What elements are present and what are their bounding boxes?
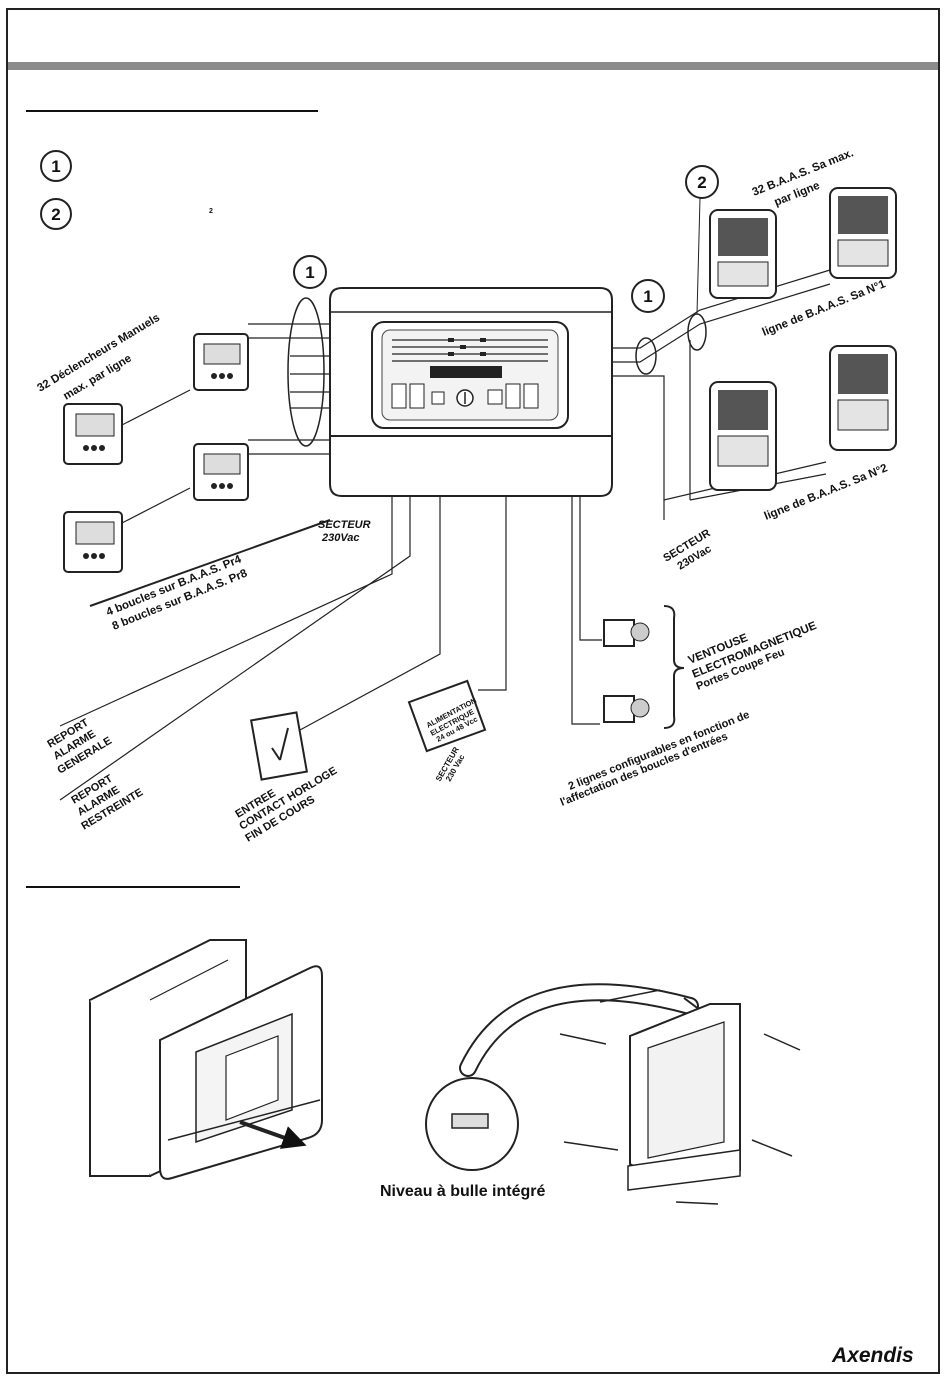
- brand-logo: Axendis: [831, 1344, 914, 1367]
- report-general: REPORT ALARME GENERALE: [45, 717, 114, 777]
- loops-bracket: [89, 519, 331, 607]
- page-frame: [6, 8, 940, 1374]
- header-rule: [8, 62, 938, 70]
- cable-marker-left: 1: [287, 255, 327, 447]
- legend-marker-circle: [40, 150, 72, 182]
- legend-marker-2: 2: [51, 205, 60, 224]
- manual-call-point: [63, 403, 123, 465]
- sounder-unit: [709, 209, 777, 299]
- open-cover-arrow-icon: [239, 1120, 307, 1149]
- configurable-lines-line1: 2 lignes configurables en fonction de: [567, 709, 752, 793]
- panel-indicator-rows: [392, 339, 548, 362]
- mains-center-line2: 230Vac: [321, 532, 360, 544]
- power-supply: ALIMENTATION ELECTRIQUE 24 ou 48 Vcc SEC…: [407, 679, 487, 783]
- cable-marker-right-label: 1: [643, 287, 652, 306]
- clock-input: ENTREE CONTACT HORLOGE FIN DE COURS: [233, 711, 339, 845]
- cable-marker-circle: [685, 165, 719, 199]
- panel-leds: [448, 338, 486, 356]
- report-restricted: REPORT ALARME RESTREINTE: [69, 773, 145, 833]
- clock-icon: [249, 711, 309, 781]
- manual-call-point: [63, 511, 123, 573]
- bubble-level-icon: [451, 1113, 489, 1129]
- manual-call-point: [193, 333, 249, 391]
- section-heading-underline-installation: [26, 886, 240, 888]
- configurable-lines-line2: l'affectation des boucles d'entrées: [559, 730, 730, 808]
- sounder-unit: [709, 381, 777, 491]
- cable-marker-circle: [631, 279, 665, 313]
- legend-marker-1: 1: [51, 157, 60, 176]
- legend-superscript: 2: [209, 208, 213, 215]
- legend: 1 2 2: [40, 150, 213, 230]
- legend-marker-circle: [40, 198, 72, 230]
- installation-mounting-illustration: [425, 983, 801, 1205]
- sounder-line-2-label: ligne de B.A.A.S. Sa N°2: [763, 462, 890, 522]
- manual-call-point: [193, 443, 249, 501]
- sounder-units: 32 B.A.A.S. Sa max. par ligne ligne de B…: [709, 147, 897, 523]
- installation-opening-illustration: [89, 939, 323, 1180]
- panel-status-window: [430, 366, 502, 378]
- cable-marker-circle: [293, 255, 327, 289]
- door-holders: VENTOUSE ELECTROMAGNETIQUE Portes Coupe …: [603, 605, 819, 729]
- bubble-level-caption: Niveau à bulle intégré: [380, 1183, 545, 1200]
- cable-marker-sounders: 2: [685, 165, 719, 351]
- panel-buttons: [391, 383, 539, 409]
- manual-call-points: 32 Déclencheurs Manuels max. par ligne 4…: [35, 312, 331, 633]
- sounder-unit: [829, 345, 897, 451]
- wall-plugs-and-screws: [559, 989, 801, 1205]
- door-holder: [603, 619, 650, 647]
- mains-center-line1: SECTEUR: [318, 519, 371, 531]
- legend-item-2: 2 2: [40, 198, 213, 230]
- cable-bundle-ring: [287, 297, 325, 447]
- sounder-unit: [829, 187, 897, 279]
- section-heading-underline-synoptic: [26, 110, 318, 112]
- legend-item-1: 1: [40, 150, 72, 182]
- door-holder: [603, 695, 650, 723]
- cable-marker-2-label: 2: [697, 173, 706, 192]
- cable-marker-left-label: 1: [305, 263, 314, 282]
- control-panel: [329, 287, 613, 497]
- door-holders-bracket: [663, 605, 685, 729]
- mains-right: SECTEUR 230Vac: [661, 527, 713, 572]
- cable-marker-right: 1: [631, 279, 665, 375]
- sounder-line-1-label: ligne de B.A.A.S. Sa N°1: [761, 278, 888, 339]
- mains-center: SECTEUR 230Vac: [318, 519, 371, 544]
- brand-logo-text: Axendis: [831, 1344, 914, 1367]
- output-wires: [59, 496, 602, 801]
